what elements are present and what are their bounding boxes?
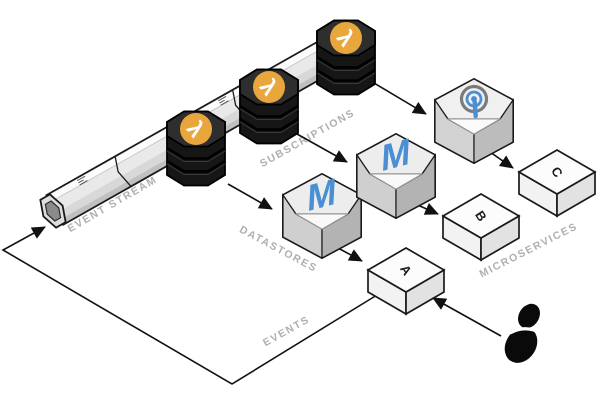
- cube-top-face: [366, 247, 446, 293]
- stack-groove: [166, 146, 226, 160]
- arrow-stack2-to-datastore2: [296, 133, 348, 163]
- materialize-m-icon: M: [306, 170, 337, 220]
- arrow-stack3-to-broadcast: [373, 82, 427, 115]
- lambda-badge: [180, 113, 212, 145]
- pipe-stamp-mark: [76, 175, 88, 186]
- lambda-badge: [330, 22, 362, 54]
- events-label: EVENTS: [261, 314, 312, 350]
- lambda-badge: [253, 71, 285, 103]
- pipe-end-cap: [39, 193, 67, 229]
- stack-groove: [239, 104, 299, 118]
- broadcast-cube: [434, 77, 514, 165]
- arrow-datastore1-to-a: [337, 247, 363, 262]
- broadcast-stem: [472, 99, 478, 119]
- person-neck-gap: [509, 327, 544, 336]
- person-head: [518, 303, 540, 329]
- bolt-bevel: [368, 173, 424, 190]
- lambda-stack-3: λ: [316, 19, 376, 96]
- events-loop-line: [1, 226, 378, 385]
- arrow-stack1-to-datastore1: [227, 183, 273, 210]
- broadcast-icon: [459, 84, 489, 119]
- arrow-broadcast-to-c: [489, 151, 514, 169]
- pipe-stamp-mark: [217, 96, 229, 106]
- stack-highlight: [316, 59, 376, 71]
- stack-groove: [239, 117, 299, 131]
- stack-highlight: [316, 72, 376, 84]
- cube-top-face: [517, 149, 597, 195]
- materialize-m-icon: M: [380, 130, 411, 180]
- stack-highlight: [239, 121, 299, 133]
- person-icon: [504, 303, 544, 363]
- microservice-cube-a: A: [366, 247, 446, 316]
- stack-groove: [316, 55, 376, 69]
- arrow-person-to-a: [432, 297, 502, 337]
- bolt-bevel: [446, 118, 502, 135]
- microservice-cube-b: B: [441, 193, 521, 262]
- stack-highlight: [166, 163, 226, 175]
- pipe-joint: [114, 156, 132, 187]
- person-body: [504, 327, 538, 363]
- connectors: [1, 82, 514, 385]
- datastore-cube-1: M: [282, 170, 362, 260]
- stack-groove: [316, 68, 376, 82]
- stack-highlight: [239, 108, 299, 120]
- lambda-stack-2: λ: [239, 68, 299, 145]
- microservice-cube-c: C: [517, 149, 597, 218]
- stack-highlight: [166, 150, 226, 162]
- cube-top-face: [441, 193, 521, 239]
- bolt-bevel: [294, 213, 350, 230]
- stack-groove: [166, 159, 226, 173]
- datastore-cube-2: M: [356, 130, 436, 220]
- lambda-stack-1: λ: [166, 110, 226, 187]
